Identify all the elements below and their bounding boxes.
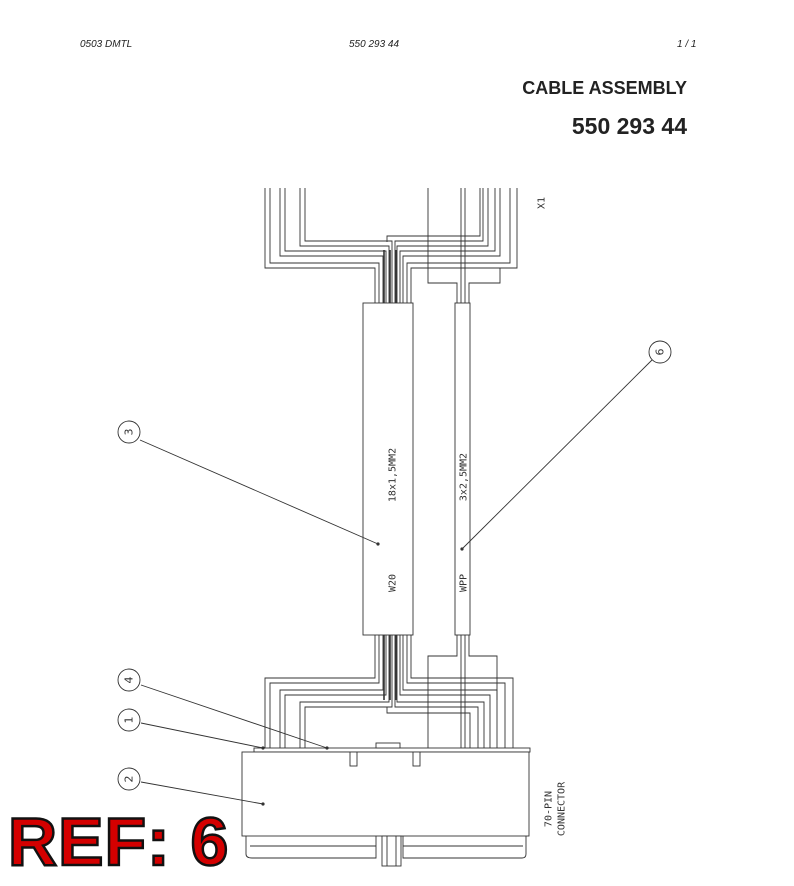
callout-circle-4 [117, 668, 141, 692]
leader-line-6 [461, 359, 653, 550]
label-w20-spec: 18x1,5MM2 [388, 448, 399, 502]
label-connector-line2: CONNECTOR [557, 781, 568, 836]
left-wire-bundle-top [264, 188, 518, 303]
cable-w20-sleeve [362, 302, 414, 636]
leader-line-4 [140, 684, 328, 749]
callout-circle-3 [117, 420, 141, 444]
label-wpp-spec: 3x2,5MM2 [459, 453, 470, 501]
cable-wpp-sleeve [454, 302, 471, 636]
callout-number-6: 6 [654, 349, 667, 356]
ref-stamp: REF: 6 [7, 804, 230, 880]
callout-circle-1 [117, 708, 141, 732]
left-wire-bundle-bottom [264, 635, 514, 748]
header-page-number: 1 / 1 [677, 39, 697, 50]
wpp-wire-bundle-bottom [427, 635, 498, 748]
label-wpp: WPP [459, 574, 470, 592]
header-left-code: 0503 DMTL [80, 39, 133, 50]
label-connector-line1: 70-PIN [544, 791, 555, 827]
leader-line-3 [139, 439, 379, 545]
drawing-part-number: 550 293 44 [571, 113, 687, 139]
callout-circle-2 [117, 767, 141, 791]
callout-number-3: 3 [123, 429, 136, 436]
label-x1: X1 [537, 197, 548, 209]
leader-line-2 [140, 781, 264, 805]
drawing-title: CABLE ASSEMBLY [522, 78, 687, 98]
callout-number-2: 2 [123, 776, 136, 783]
leader-line-1 [140, 722, 264, 749]
callout-circle-6 [648, 340, 672, 364]
connector-70-pin [241, 742, 531, 867]
label-w20: W20 [388, 574, 399, 592]
header-part-number: 550 293 44 [349, 39, 400, 50]
wpp-wire-bundle-top [427, 188, 501, 303]
callout-number-4: 4 [123, 677, 136, 684]
callout-number-1: 1 [123, 717, 136, 724]
